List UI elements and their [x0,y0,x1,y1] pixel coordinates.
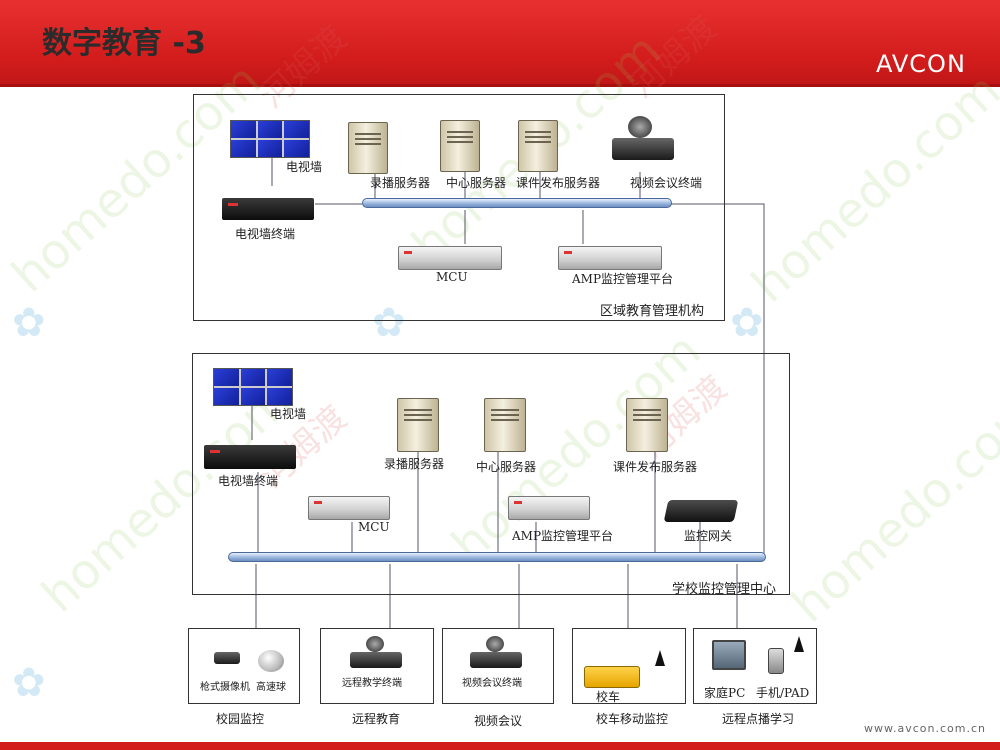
endpoint-inner-label: 手机/PAD [756,686,810,700]
tv-terminal-icon [204,445,296,469]
course-server-icon [518,120,558,172]
endpoint-caption: 远程教育 [352,712,401,726]
endpoint-inner-label: 视频会议终端 [462,678,522,689]
avcon-logo: AVCON [876,50,966,78]
course-server-label: 课件发布服务器 [516,176,601,190]
amp-label: AMP监控管理平台 [512,529,614,543]
endpoint-caption: 校园监控 [216,712,265,726]
course-server-icon [626,398,668,452]
mcu-label: MCU [436,270,468,284]
endpoint-distance-education [320,628,434,704]
endpoint-remote-vod [693,628,817,704]
center-server-label: 中心服务器 [476,460,537,474]
gateway-label: 监控网关 [684,529,733,543]
amp-platform-icon [558,246,662,270]
endpoint-school-bus [572,628,686,704]
school-box-label: 学校监控管理中心 [672,582,777,597]
video-terminal-icon [470,652,522,668]
tv-wall-label: 电视墙 [286,160,323,174]
center-server-label: 中心服务器 [446,176,507,190]
mobile-phone-icon [768,648,784,674]
regional-center-box [193,94,725,321]
teaching-terminal-icon [350,652,402,668]
tv-wall-icon [230,120,310,158]
endpoint-inner-label: 枪式摄像机 [200,682,250,693]
school-network-bus [228,552,766,562]
header-bar [0,0,1000,86]
endpoint-caption: 视频会议 [474,714,523,728]
watermark-flower-icon: ✿ [730,300,764,346]
tv-terminal-label: 电视墙终端 [218,474,279,488]
endpoint-inner-label: 远程教学终端 [342,678,402,689]
video-conference-terminal-icon [612,138,674,160]
endpoint-inner-label: 高速球 [256,682,286,693]
endpoint-caption: 远程点播学习 [722,712,795,726]
tv-wall-icon [213,368,293,406]
video-terminal-label: 视频会议终端 [630,176,703,190]
endpoint-inner-label: 校车 [596,690,621,704]
center-server-icon [440,120,480,172]
center-server-icon [484,398,526,452]
watermark-flower-icon: ✿ [12,660,46,706]
endpoint-inner-label: 家庭PC [704,686,746,700]
tv-terminal-label: 电视墙终端 [235,227,296,241]
video-camera-icon [628,116,652,138]
page-title: 数字教育 -3 [42,26,206,61]
record-server-label: 录播服务器 [384,457,445,471]
record-server-icon [348,122,388,174]
bullet-camera-icon [214,652,240,664]
amp-label: AMP监控管理平台 [572,272,674,286]
antenna-icon [794,636,804,652]
regional-network-bus [362,198,672,208]
speed-dome-icon [258,650,284,672]
monitoring-gateway-icon [663,500,739,522]
endpoint-campus-surveillance [188,628,300,704]
mcu-device-icon [398,246,502,270]
tv-wall-label: 电视墙 [270,407,307,421]
endpoint-video-conference [442,628,554,704]
endpoint-caption: 校车移动监控 [596,712,669,726]
record-server-label: 录播服务器 [370,176,431,190]
watermark-flower-icon: ✿ [372,300,406,346]
tv-terminal-icon [222,198,314,220]
video-camera-icon [366,636,384,652]
mcu-label: MCU [358,520,390,534]
school-center-box [192,353,790,595]
school-bus-icon [584,666,640,688]
regional-box-label: 区域教育管理机构 [600,304,705,319]
header-divider [0,84,1000,87]
watermark-flower-icon: ✿ [12,300,46,346]
antenna-icon [655,650,665,666]
course-server-label: 课件发布服务器 [613,460,698,474]
mcu-device-icon [308,496,390,520]
website-url: www.avcon.com.cn [864,722,986,735]
footer-bar [0,742,1000,750]
video-camera-icon [486,636,504,652]
record-server-icon [397,398,439,452]
amp-platform-icon [508,496,590,520]
home-pc-icon [712,640,746,670]
